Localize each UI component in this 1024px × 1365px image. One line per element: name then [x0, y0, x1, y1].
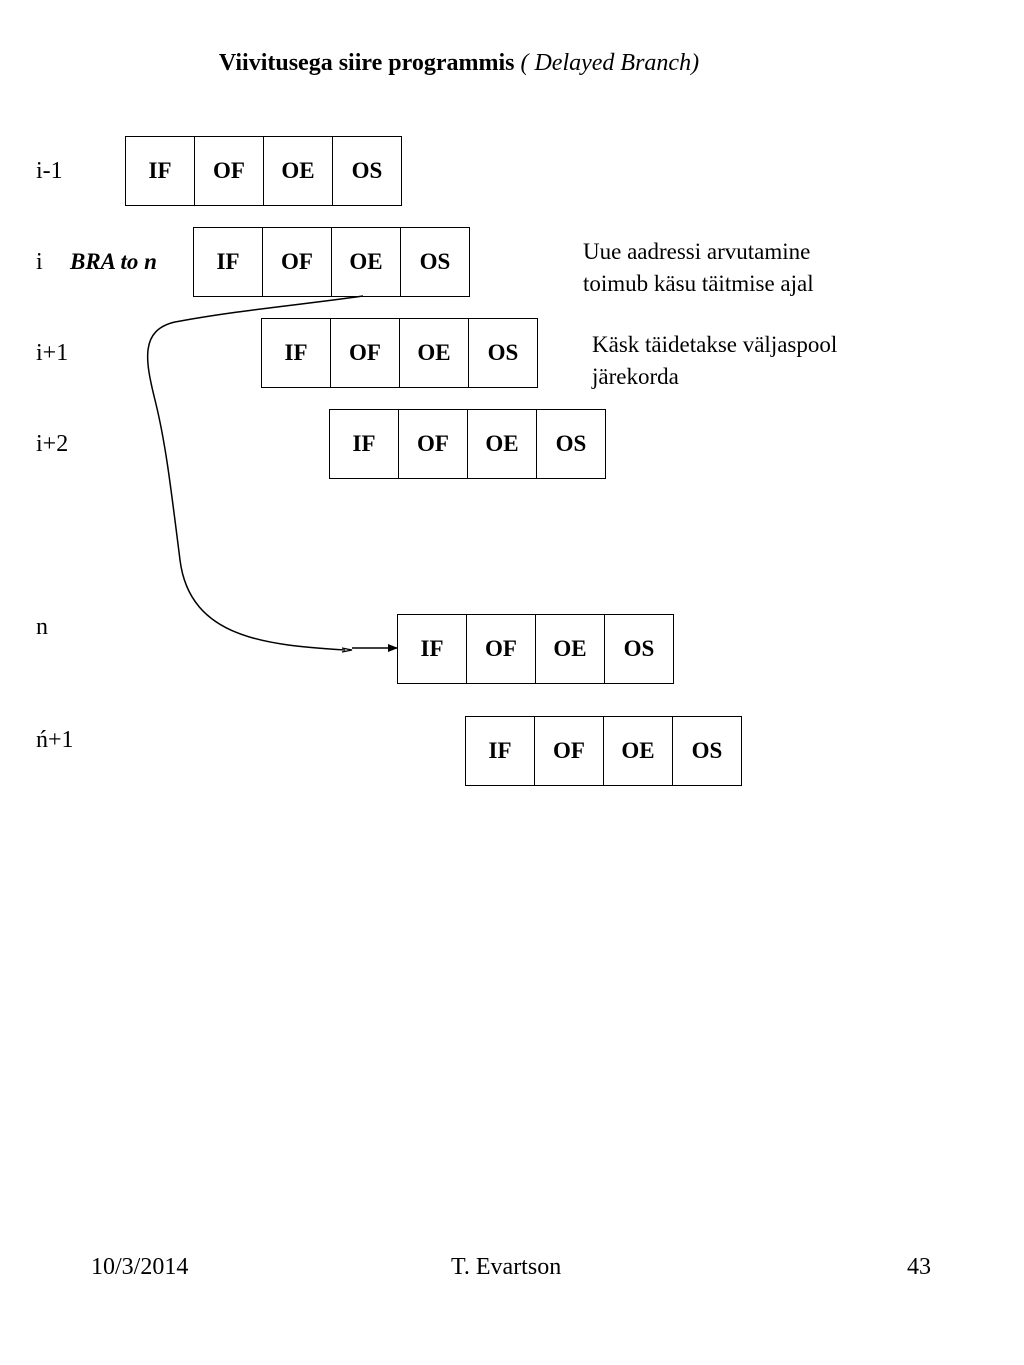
- stage-of-cell: OF: [262, 227, 332, 297]
- title-main: Viivitusega siire programmis: [218, 50, 515, 76]
- pipeline-row-i-plus-1: IF OF OE OS: [261, 318, 538, 388]
- branch-curve: [146, 295, 364, 651]
- stage-os-cell: OS: [604, 614, 674, 684]
- note-out-of-order: Käsk täidetakse väljaspool järekorda: [592, 329, 837, 393]
- stage-os-cell: OS: [672, 716, 742, 786]
- title-sub: ( Delayed Branch): [520, 50, 700, 76]
- stage-os-cell: OS: [332, 136, 402, 206]
- pipeline-row-i-plus-2: IF OF OE OS: [329, 409, 606, 479]
- row-label-i: i: [36, 249, 43, 275]
- note-line: järekorda: [592, 364, 679, 389]
- pipeline-row-i: IF OF OE OS: [193, 227, 470, 297]
- stage-oe-cell: OE: [467, 409, 537, 479]
- branch-curve-tick: [341, 647, 353, 653]
- note-line: toimub käsu täitmise ajal: [583, 271, 814, 296]
- branch-instruction: BRA to n: [70, 249, 157, 274]
- footer-page-number: 43: [907, 1254, 931, 1280]
- note-line: Käsk täidetakse väljaspool: [592, 332, 838, 357]
- row-label-i-plus-1: i+1: [36, 340, 69, 366]
- stage-oe-cell: OE: [399, 318, 469, 388]
- slide-title: Viivitusega siire programmis ( Delayed B…: [0, 50, 918, 77]
- pipeline-row-n-plus-1: IF OF OE OS: [465, 716, 742, 786]
- row-label-i-plus-2: i+2: [36, 431, 69, 457]
- stage-os-cell: OS: [468, 318, 538, 388]
- row-label-n-plus-1: ń+1: [36, 727, 74, 753]
- row-label-n: n: [36, 614, 48, 640]
- stage-os-cell: OS: [536, 409, 606, 479]
- note-address-calculation: Uue aadressi arvutamine toimub käsu täit…: [583, 236, 814, 300]
- stage-os-cell: OS: [400, 227, 470, 297]
- pipeline-row-i-minus-1: IF OF OE OS: [125, 136, 402, 206]
- stage-of-cell: OF: [330, 318, 400, 388]
- row-label-i-minus-1: i-1: [36, 158, 63, 184]
- note-line: Uue aadressi arvutamine: [583, 239, 811, 264]
- pipeline-row-n: IF OF OE OS: [397, 614, 674, 684]
- footer-author: T. Evartson: [451, 1254, 562, 1280]
- footer-date: 10/3/2014: [91, 1254, 189, 1280]
